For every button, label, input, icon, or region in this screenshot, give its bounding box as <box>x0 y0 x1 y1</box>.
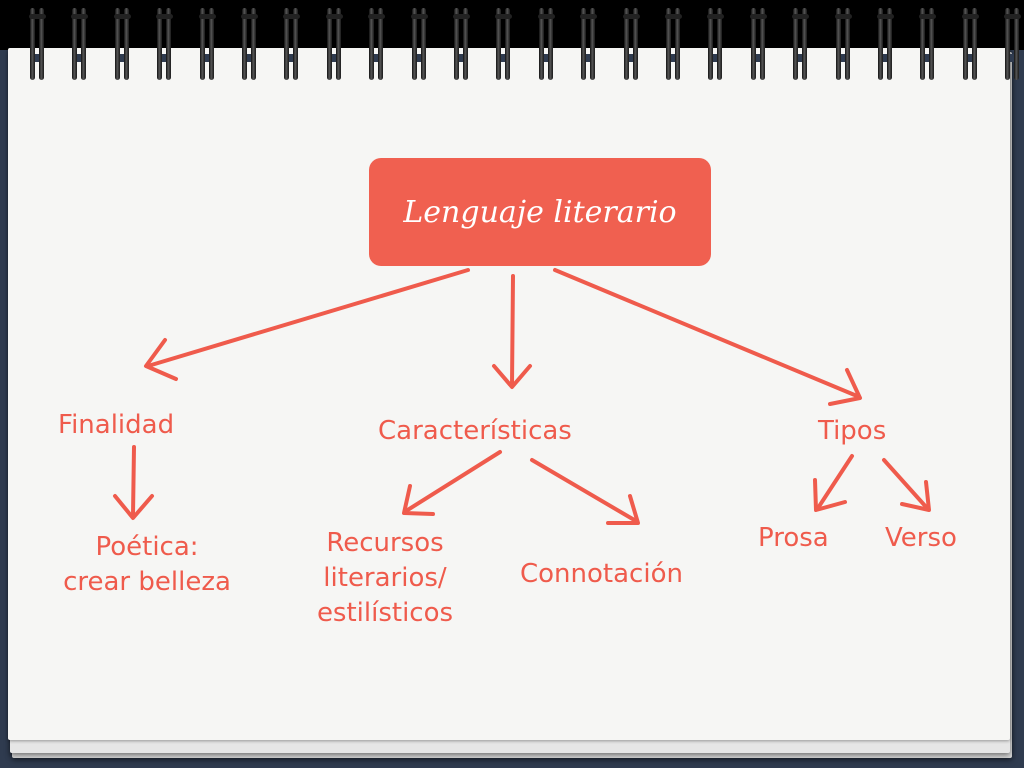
binding-ring <box>792 8 810 80</box>
binding-ring <box>707 8 725 80</box>
arrow-caracteristicas-recursos <box>404 450 502 513</box>
binding-ring <box>537 8 555 80</box>
arrowhead-verso <box>900 480 931 512</box>
binding-ring <box>368 8 386 80</box>
binding-hole <box>329 54 340 62</box>
binding-ring <box>283 8 301 80</box>
binding-ring <box>325 8 343 80</box>
arrow-tipos-verso <box>882 458 929 510</box>
binding-ring <box>749 8 767 80</box>
arrowhead-poetica <box>113 494 154 520</box>
arrowhead-connotacion <box>606 494 640 525</box>
binding-hole <box>202 54 213 62</box>
binding-hole <box>838 54 849 62</box>
binding-hole <box>669 54 679 62</box>
binding-ring <box>1004 8 1022 80</box>
arrowhead-caracteristicas <box>492 364 532 389</box>
binding-hole <box>287 54 298 62</box>
binding-ring <box>71 8 89 80</box>
binding-ring <box>622 8 640 80</box>
binding-ring <box>961 8 979 80</box>
binding-ring <box>113 8 131 80</box>
node-prosa: Prosa <box>758 523 829 553</box>
binding-hole <box>1008 54 1019 62</box>
binding-hole <box>457 54 467 62</box>
node-recursos: Recursos literarios/ estilísticos <box>283 526 487 631</box>
binding-hole <box>414 54 425 62</box>
node-caracteristicas: Características <box>378 416 572 446</box>
binding-hole <box>584 54 595 62</box>
binding-ring <box>453 8 470 80</box>
binding-hole <box>117 54 128 62</box>
binding-hole <box>796 54 807 62</box>
node-poetica: Poética: crear belleza <box>24 530 270 600</box>
arrow-title-tipos <box>553 268 859 398</box>
binding-ring <box>919 8 937 80</box>
node-tipos: Tipos <box>818 416 887 446</box>
binding-hole <box>33 54 43 62</box>
arrowhead-prosa <box>813 478 847 512</box>
arrowhead-finalidad <box>144 338 178 381</box>
binding-hole <box>923 54 934 62</box>
binding-ring <box>241 8 258 80</box>
node-finalidad: Finalidad <box>58 410 175 440</box>
node-recursos-line-3: estilísticos <box>316 598 454 629</box>
binding-ring <box>29 8 46 80</box>
binding-hole <box>965 54 976 62</box>
binding-ring <box>834 8 852 80</box>
node-recursos-line-2: literarios/ <box>323 563 447 594</box>
arrowhead-recursos <box>402 484 435 516</box>
binding-hole <box>499 54 510 62</box>
arrow-title-finalidad <box>146 268 470 368</box>
arrow-tipos-prosa <box>816 454 854 510</box>
binding-ring <box>410 8 428 80</box>
binding-hole <box>372 54 383 62</box>
node-recursos-line-1: Recursos <box>326 528 444 558</box>
binding-ring <box>665 8 682 80</box>
arrow-title-caracteristicas <box>510 274 515 387</box>
node-poetica-line-2: crear belleza <box>63 567 231 598</box>
binding-hole <box>753 54 764 62</box>
binding-ring <box>198 8 216 80</box>
binding-ring <box>156 8 174 80</box>
title-box: Lenguaje literario <box>369 158 711 266</box>
binding-hole <box>711 54 722 62</box>
binding-ring <box>580 8 598 80</box>
node-connotacion: Connotación <box>520 559 683 589</box>
binding-ring <box>495 8 513 80</box>
arrowhead-tipos <box>828 368 862 406</box>
binding-hole <box>160 54 171 62</box>
title-text: Lenguaje literario <box>403 194 677 230</box>
arrow-finalidad-poetica <box>131 445 136 517</box>
binding-hole <box>881 54 891 62</box>
arrow-caracteristicas-connotacion <box>530 458 638 523</box>
binding-hole <box>541 54 552 62</box>
binding-hole <box>245 54 255 62</box>
binding-hole <box>75 54 86 62</box>
node-poetica-line-1: Poética: <box>95 532 199 562</box>
node-verso: Verso <box>885 523 957 553</box>
binding-ring <box>877 8 894 80</box>
binding-hole <box>626 54 637 62</box>
